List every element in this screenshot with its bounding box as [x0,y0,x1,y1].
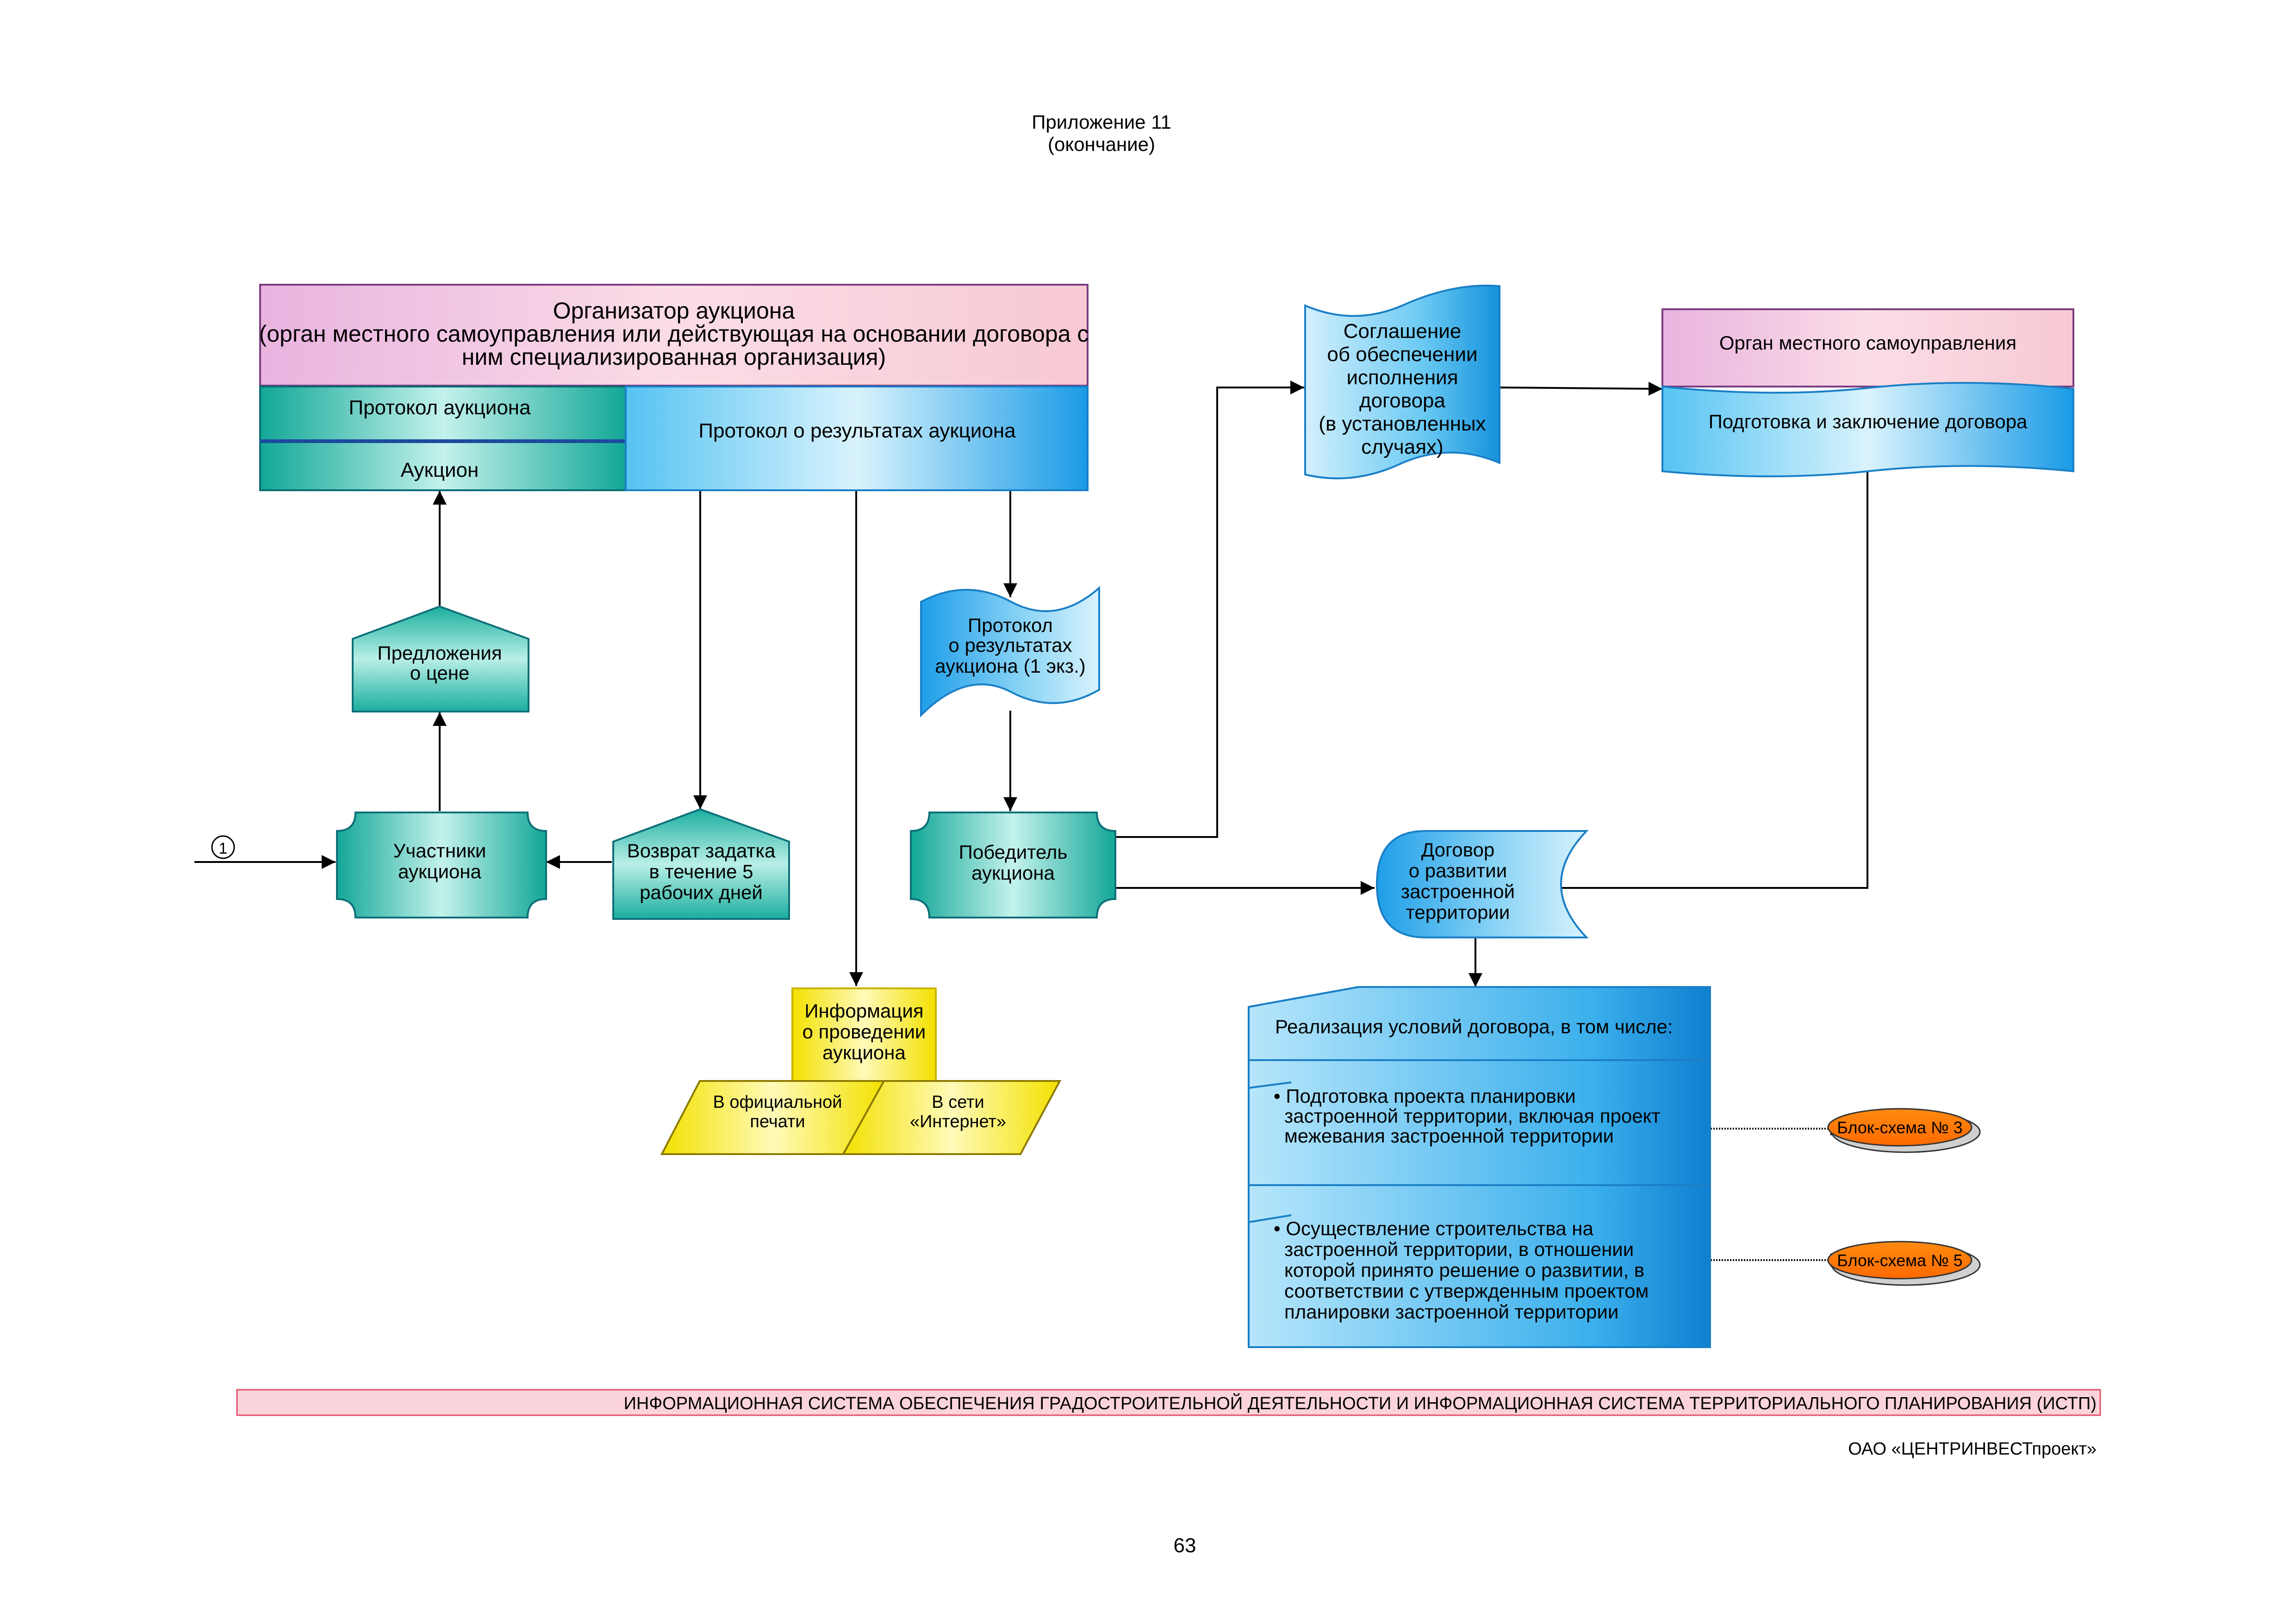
winner-shape: Победитель аукциона [910,812,1116,918]
realization-item2-line5: планировки застроенной территории [1284,1301,1618,1323]
organizer-line2: (орган местного самоуправления или дейст… [259,321,1089,347]
info-line1: Информация [804,1000,923,1022]
organizer-line3: ним специализированная организация) [462,344,886,370]
winner-line1: Победитель [959,841,1068,863]
deposit-return-line1: Возврат задатка [627,840,776,862]
protocol-auction-label: Протокол аукциона [348,396,531,419]
deposit-return-shape: Возврат задатка в течение 5 рабочих дней [612,808,790,920]
realization-item2-line2: застроенной территории, в отношении [1284,1238,1634,1260]
protocol-auction-box: Протокол аукциона [259,386,627,442]
footer-band: ИНФОРМАЦИОННАЯ СИСТЕМА ОБЕСПЕЧЕНИЯ ГРАДО… [236,1389,2101,1416]
local-gov-box: Орган местного самоуправления [1661,308,2074,387]
block-scheme-5-label: Блок-схема № 5 [1837,1251,1962,1270]
page-header: Приложение 11 (окончание) [1032,111,1171,155]
price-offers-line1: Предложения [377,642,502,664]
agreement-line1: Соглашение [1344,320,1462,343]
protocol-copy-shape: Протокол о результатах аукциона (1 экз.) [920,586,1100,718]
realization-item1-line3: межевания застроенной территории [1284,1125,1614,1147]
protocol-copy-line1: Протокол [968,614,1053,636]
offpage-connector-1: 1 [211,835,235,859]
organizer-title: Организатор аукциона [553,298,795,324]
internet-shape: В сети «Интернет» [841,1080,1062,1155]
protocol-copy-line3: аукциона (1 экз.) [935,655,1086,677]
block-scheme-3-link[interactable]: Блок-схема № 3 [1827,1108,1981,1153]
deposit-return-line3: рабочих дней [640,881,763,903]
company-name: ОАО «ЦЕНТРИНВЕСТпроект» [1848,1439,2097,1459]
participants-line2: аукциона [398,861,481,882]
agreement-line2: об обеспечении [1327,343,1477,366]
agreement-line4: договора [1359,389,1446,412]
realization-title: Реализация условий договора, в том числе… [1275,1016,1673,1037]
page-number: 63 [1174,1534,1196,1557]
realization-block: Реализация условий договора, в том числе… [1248,986,1711,1348]
realization-item2-line4: соответствии с утвержденным проектом [1284,1280,1649,1302]
participants-line1: Участники [393,840,486,862]
development-contract-line4: территории [1406,901,1510,923]
agreement-line5: (в установленных [1319,412,1486,435]
realization-item1-line2: застроенной территории, включая проект [1284,1105,1661,1127]
realization-item2-line1: • Осуществление строительства на [1274,1218,1593,1239]
organizer-box: Организатор аукциона (орган местного сам… [259,284,1089,387]
connectors [194,381,1868,1267]
official-press-shape: В официальной печати [660,1080,886,1155]
participants-shape: Участники аукциона [336,812,547,918]
internet-line1: В сети [932,1093,984,1112]
agreement-shape: Соглашение об обеспечении исполнения дог… [1304,284,1500,480]
development-contract-line2: о развитии [1409,860,1507,881]
winner-line2: аукциона [971,862,1055,884]
development-contract-line1: Договор [1421,839,1495,861]
block-scheme-3-label: Блок-схема № 3 [1837,1118,1962,1137]
realization-item2-line3: которой принято решение о развитии, в [1284,1259,1644,1281]
price-offers-line2: о цене [410,662,470,684]
development-contract-line3: застроенной [1401,881,1515,902]
footer-band-text: ИНФОРМАЦИОННАЯ СИСТЕМА ОБЕСПЕЧЕНИЯ ГРАДО… [624,1393,2097,1413]
official-press-line1: В официальной [713,1093,842,1112]
official-press-line2: печати [750,1112,805,1131]
info-box: Информация о проведении аукциона [791,987,937,1082]
auction-label: Аукцион [401,459,479,481]
agreement-line6: случаях) [1361,436,1444,458]
protocol-results-box: Протокол о результатах аукциона [625,386,1089,491]
deposit-return-line2: в течение 5 [649,861,753,882]
contract-prep-shape: Подготовка и заключение договора [1661,382,2074,477]
price-offers-shape: Предложения о цене [352,605,529,712]
local-gov-label: Орган местного самоуправления [1719,332,2016,354]
arrow-agreement-to-localgov [1499,381,1663,396]
auction-box: Аукцион [259,439,627,491]
connector-number: 1 [219,840,228,857]
arrow-contractprep-to-contract [1536,463,1868,895]
appendix-sublabel: (окончание) [1048,133,1155,155]
appendix-label: Приложение 11 [1032,111,1171,133]
info-line2: о проведении [803,1021,926,1043]
internet-line2: «Интернет» [910,1112,1006,1131]
agreement-line3: исполнения [1346,366,1458,389]
info-line3: аукциона [822,1042,906,1063]
protocol-results-label: Протокол о результатах аукциона [698,419,1016,442]
arrow-winner-to-agreement [1115,381,1304,838]
protocol-copy-line2: о результатах [948,634,1072,656]
block-scheme-5-link[interactable]: Блок-схема № 5 [1827,1241,1981,1286]
contract-prep-label: Подготовка и заключение договора [1709,411,2028,432]
development-contract-shape: Договор о развитии застроенной территори… [1375,830,1589,938]
realization-item1-line1: • Подготовка проекта планировки [1274,1085,1576,1107]
